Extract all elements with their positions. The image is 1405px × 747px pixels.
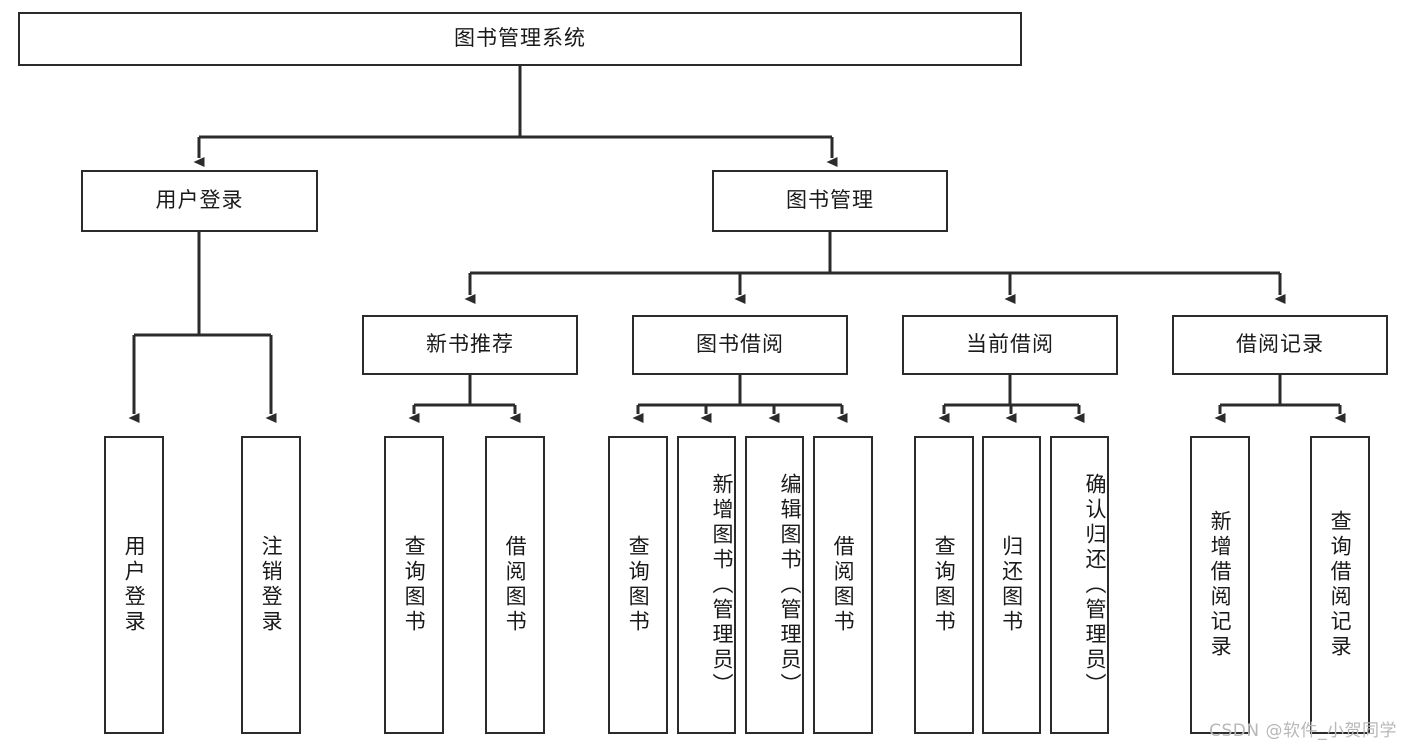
node-borrow-record[interactable]: 借阅记录: [1172, 315, 1388, 375]
node-new-book-rec-label: 新书推荐: [426, 332, 514, 357]
leaf-query-book-3-label: 查询图书: [932, 535, 957, 635]
leaf-return-book-label: 归还图书: [999, 535, 1024, 635]
leaf-borrow-book-1[interactable]: 借阅图书: [485, 436, 545, 734]
leaf-user-login-label: 用户登录: [122, 535, 147, 635]
leaf-return-book[interactable]: 归还图书: [982, 436, 1041, 734]
node-current-borrow-label: 当前借阅: [966, 332, 1054, 357]
leaf-query-record-label: 查询借阅记录: [1328, 510, 1353, 660]
leaf-logout-login-label: 注销登录: [259, 535, 284, 635]
leaf-add-record-label: 新增借阅记录: [1208, 510, 1233, 660]
leaf-query-book-2[interactable]: 查询图书: [608, 436, 668, 734]
node-root-label: 图书管理系统: [454, 26, 586, 51]
leaf-borrow-book-2[interactable]: 借阅图书: [813, 436, 873, 734]
leaf-user-login[interactable]: 用户登录: [104, 436, 164, 734]
watermark-text: CSDN @软件_小贺同学: [1209, 721, 1397, 741]
leaf-confirm-return[interactable]: 确认归还（管理员）: [1050, 436, 1109, 734]
leaf-borrow-book-1-label: 借阅图书: [503, 535, 528, 635]
node-current-borrow[interactable]: 当前借阅: [902, 315, 1118, 375]
node-book-borrow-label: 图书借阅: [696, 332, 784, 357]
node-book-borrow[interactable]: 图书借阅: [632, 315, 848, 375]
leaf-edit-book-label: 编辑图书（管理员）: [778, 472, 802, 698]
node-root[interactable]: 图书管理系统: [18, 12, 1022, 66]
node-new-book-rec[interactable]: 新书推荐: [362, 315, 578, 375]
leaf-add-book[interactable]: 新增图书（管理员）: [677, 436, 736, 734]
leaf-edit-book[interactable]: 编辑图书（管理员）: [745, 436, 804, 734]
leaf-borrow-book-2-label: 借阅图书: [831, 535, 856, 635]
leaf-query-record[interactable]: 查询借阅记录: [1310, 436, 1370, 734]
leaf-query-book-1[interactable]: 查询图书: [384, 436, 444, 734]
leaf-add-book-label: 新增图书（管理员）: [710, 472, 734, 698]
leaf-query-book-1-label: 查询图书: [402, 535, 427, 635]
node-user-login[interactable]: 用户登录: [81, 170, 318, 232]
leaf-add-record[interactable]: 新增借阅记录: [1190, 436, 1250, 734]
node-user-login-label: 用户登录: [155, 188, 244, 213]
node-book-manage-label: 图书管理: [786, 188, 874, 213]
node-borrow-record-label: 借阅记录: [1236, 332, 1324, 357]
leaf-logout-login[interactable]: 注销登录: [241, 436, 301, 734]
leaf-confirm-return-label: 确认归还（管理员）: [1083, 472, 1107, 698]
node-book-manage[interactable]: 图书管理: [712, 170, 948, 232]
leaf-query-book-3[interactable]: 查询图书: [914, 436, 974, 734]
leaf-query-book-2-label: 查询图书: [626, 535, 651, 635]
